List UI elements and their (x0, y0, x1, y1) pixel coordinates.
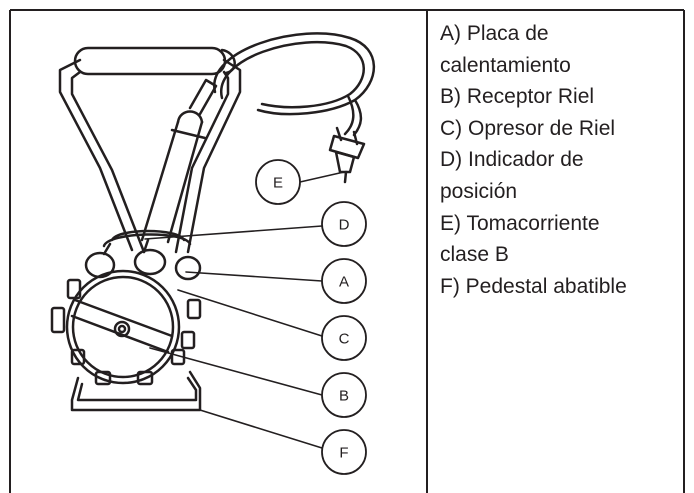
legend-line: clase B (440, 243, 509, 267)
callout-letter-e: E (273, 175, 283, 192)
legend-list: A) Placa de calentamiento B) Receptor Ri… (440, 18, 685, 302)
arm-tube (140, 78, 218, 244)
leader-lines (144, 171, 345, 449)
legend-line: F) Pedestal abatible (440, 274, 627, 298)
legend-line: calentamiento (440, 53, 571, 77)
legend-line: E) Tomacorriente (440, 211, 600, 235)
legend-line: C) Opresor de Riel (440, 116, 616, 140)
handle-grip (73, 46, 236, 76)
callout-letter-a: A (339, 274, 349, 291)
handle-frame (58, 58, 242, 254)
legend-line: B) Receptor Riel (440, 85, 595, 109)
legend-line: A) Placa de (440, 22, 549, 45)
callout-circles (255, 159, 367, 475)
power-cord (213, 32, 376, 137)
callout-letters: E D A C B F (273, 175, 350, 462)
table-border (9, 9, 685, 493)
callout-letter-d: D (339, 217, 350, 234)
legend-line: posición (440, 179, 518, 203)
callout-letter-f: F (339, 445, 348, 462)
heater-body (50, 229, 202, 386)
heating-plate (65, 269, 181, 385)
power-plug (328, 126, 366, 184)
legend-line: D) Indicador de (440, 148, 584, 172)
callout-letter-c: C (339, 331, 350, 348)
callout-letter-b: B (339, 388, 349, 405)
pedestal (70, 370, 202, 412)
